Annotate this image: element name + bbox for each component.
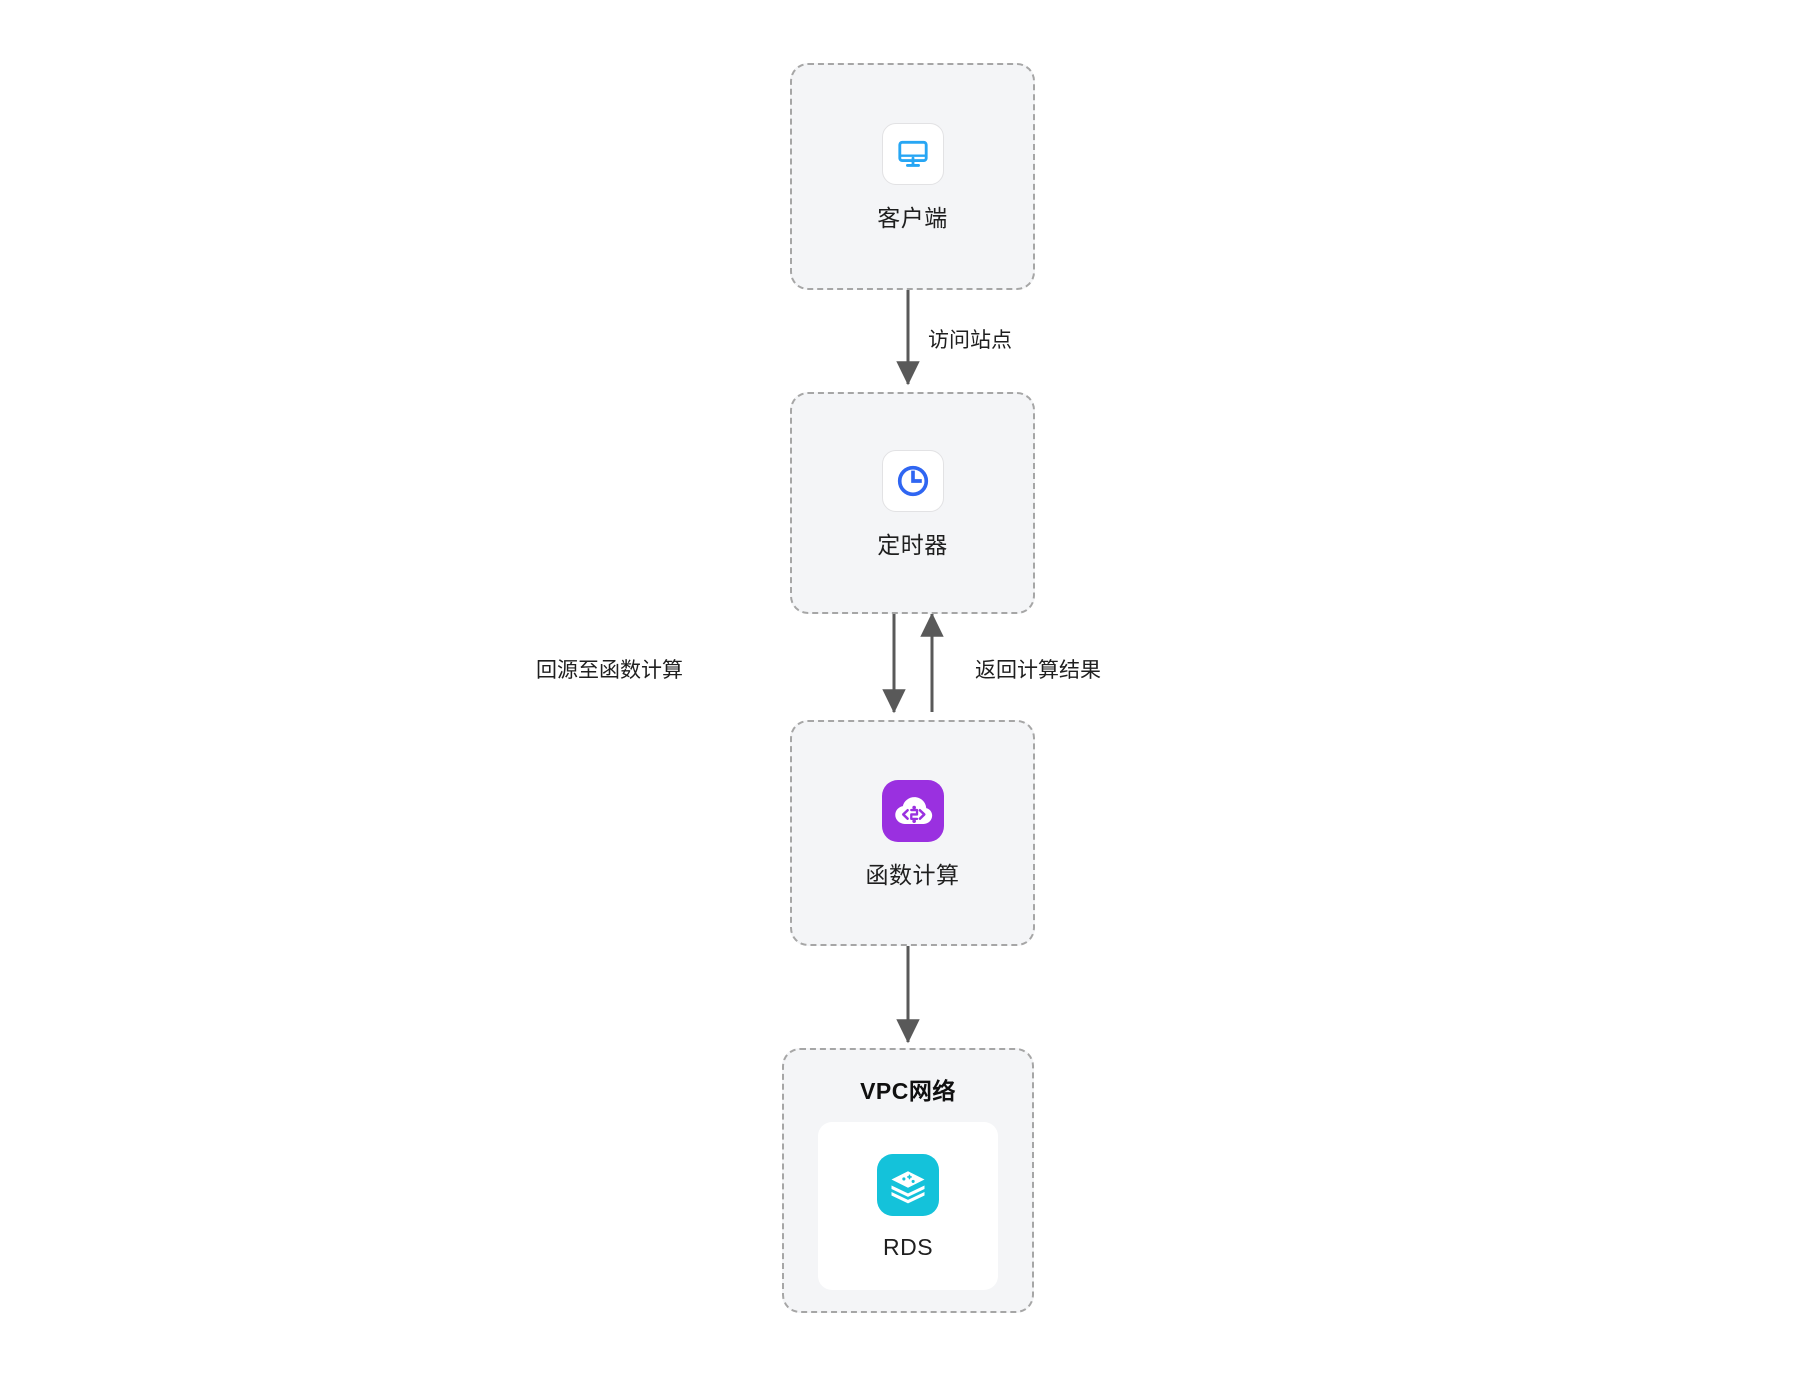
edge-label-access-site: 访问站点	[928, 329, 1012, 352]
node-timer-label: 定时器	[877, 531, 948, 558]
node-function-compute-label: 函数计算	[865, 861, 960, 888]
function-compute-icon-tile	[881, 779, 944, 842]
node-rds[interactable]: RDS	[818, 1122, 998, 1290]
monitor-icon	[897, 140, 928, 167]
node-client-label: 客户端	[877, 205, 948, 231]
edge-label-return-result: 返回计算结果	[975, 659, 1101, 682]
node-function-compute[interactable]: 函数计算	[790, 720, 1035, 946]
group-vpc-title: VPC网络	[860, 1078, 956, 1104]
node-client[interactable]: 客户端	[790, 63, 1035, 290]
edge-label-back-to-origin-fc: 回源至函数计算	[536, 659, 683, 682]
group-vpc-network[interactable]: VPC网络 RDS	[782, 1048, 1034, 1313]
clock-icon	[897, 465, 928, 496]
timer-icon-chip	[881, 449, 944, 512]
function-compute-cloud-icon	[894, 796, 932, 824]
node-rds-label: RDS	[882, 1233, 934, 1260]
client-icon-chip	[881, 123, 944, 185]
node-timer[interactable]: 定时器	[790, 392, 1035, 614]
rds-stack-icon	[891, 1170, 925, 1203]
rds-icon-tile	[877, 1153, 939, 1216]
